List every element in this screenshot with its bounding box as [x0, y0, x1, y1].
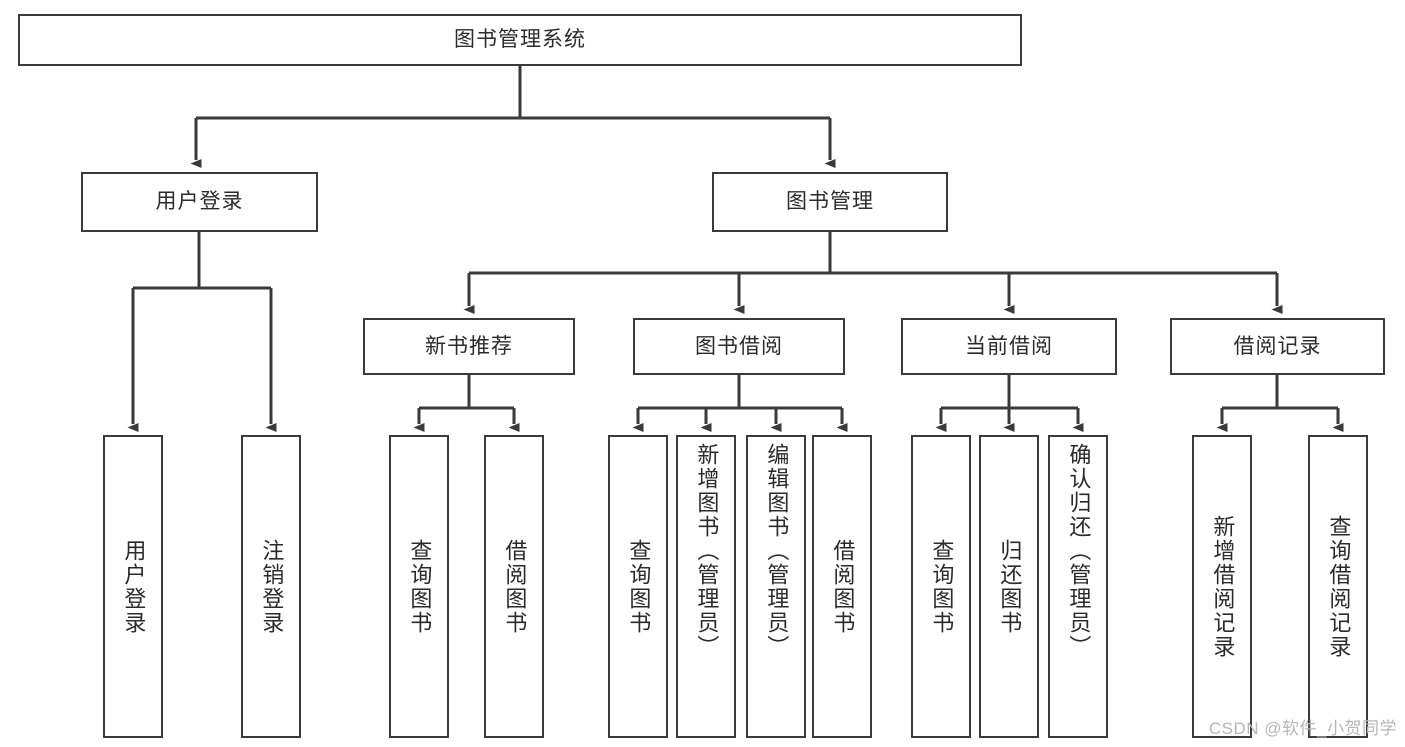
node-borrow-record-label: 借阅记录	[1233, 334, 1322, 358]
node-leaf-return-book[interactable]: 归还图书	[979, 435, 1039, 738]
node-leaf-query-book-2[interactable]: 查询图书	[608, 435, 668, 738]
node-user-login-label: 用户登录	[155, 190, 244, 214]
node-leaf-add-book-label: 新增图书（管理员）	[694, 443, 720, 659]
node-leaf-query-book-3-label: 查询图书	[929, 538, 955, 635]
node-book-manage-label: 图书管理	[786, 190, 874, 214]
node-leaf-user-login-label: 用户登录	[121, 538, 147, 635]
node-leaf-user-logout[interactable]: 注销登录	[241, 435, 301, 738]
node-leaf-query-record-label: 查询借阅记录	[1326, 514, 1352, 659]
node-leaf-add-record[interactable]: 新增借阅记录	[1192, 435, 1252, 738]
node-leaf-borrow-book-2-label: 借阅图书	[830, 538, 856, 635]
node-leaf-return-book-label: 归还图书	[997, 538, 1023, 635]
node-leaf-query-book-1[interactable]: 查询图书	[389, 435, 449, 738]
node-leaf-edit-book-label: 编辑图书（管理员）	[764, 443, 790, 659]
node-leaf-add-record-label: 新增借阅记录	[1210, 514, 1236, 659]
node-leaf-borrow-book-1[interactable]: 借阅图书	[484, 435, 544, 738]
node-borrow-record[interactable]: 借阅记录	[1170, 318, 1385, 375]
node-new-book-rec-label: 新书推荐	[425, 334, 513, 358]
node-user-login[interactable]: 用户登录	[81, 172, 318, 232]
node-book-manage[interactable]: 图书管理	[712, 172, 948, 232]
node-leaf-edit-book[interactable]: 编辑图书（管理员）	[746, 435, 806, 738]
node-book-borrow[interactable]: 图书借阅	[633, 318, 845, 375]
node-leaf-user-login[interactable]: 用户登录	[103, 435, 163, 738]
node-leaf-query-book-2-label: 查询图书	[626, 538, 652, 635]
node-leaf-confirm-return[interactable]: 确认归还（管理员）	[1048, 435, 1108, 738]
node-leaf-borrow-book-2[interactable]: 借阅图书	[812, 435, 872, 738]
node-root-label: 图书管理系统	[454, 28, 586, 52]
node-new-book-rec[interactable]: 新书推荐	[363, 318, 575, 375]
node-current-borrow[interactable]: 当前借阅	[901, 318, 1117, 375]
csdn-watermark: CSDN @软件_小贺同学	[1208, 719, 1397, 738]
node-leaf-query-book-1-label: 查询图书	[407, 538, 433, 635]
node-root[interactable]: 图书管理系统	[18, 14, 1022, 66]
node-leaf-add-book[interactable]: 新增图书（管理员）	[676, 435, 736, 738]
node-leaf-user-logout-label: 注销登录	[259, 538, 285, 635]
node-leaf-query-book-3[interactable]: 查询图书	[911, 435, 971, 738]
node-leaf-query-record[interactable]: 查询借阅记录	[1308, 435, 1368, 738]
node-leaf-confirm-return-label: 确认归还（管理员）	[1066, 443, 1092, 659]
node-leaf-borrow-book-1-label: 借阅图书	[502, 538, 528, 635]
node-book-borrow-label: 图书借阅	[695, 334, 783, 358]
node-current-borrow-label: 当前借阅	[965, 334, 1053, 358]
